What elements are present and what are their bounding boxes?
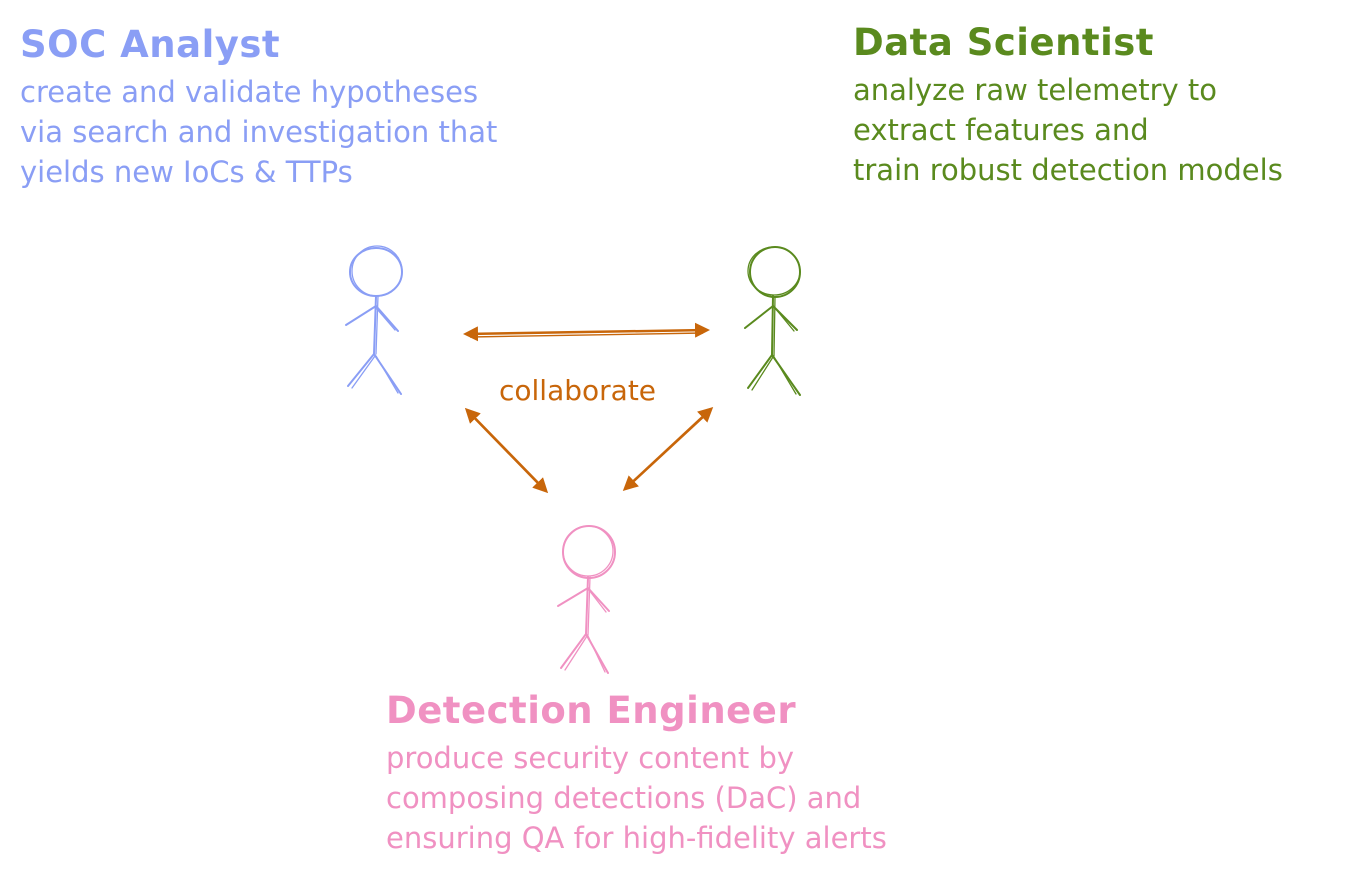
soc-de-double-arrow-icon: [464, 407, 549, 494]
data-scientist-desc-line: analyze raw telemetry to: [853, 73, 1218, 107]
data-scientist-title: Data Scientist: [853, 21, 1154, 64]
ds-de-double-arrow-icon: [622, 406, 714, 492]
detection-engineer-title: Detection Engineer: [386, 689, 797, 732]
detection-engineer-desc-line: composing detections (DaC) and: [386, 781, 862, 815]
soc-analyst-stick-figure-icon: [345, 245, 403, 395]
data-scientist-block: Data Scientist analyze raw telemetry to …: [853, 22, 1283, 190]
soc-analyst-block: SOC Analyst create and validate hypothes…: [20, 24, 497, 192]
detection-engineer-desc-line: produce security content by: [386, 741, 795, 775]
data-scientist-stick-figure-icon: [744, 246, 801, 396]
data-scientist-desc-line: extract features and: [853, 113, 1149, 147]
detection-engineer-block: Detection Engineer produce security cont…: [386, 690, 887, 858]
soc-analyst-desc-line: create and validate hypotheses: [20, 75, 479, 109]
data-scientist-description: analyze raw telemetry to extract feature…: [853, 70, 1283, 190]
detection-engineer-stick-figure-icon: [557, 525, 616, 674]
collaboration-arrows: [463, 322, 714, 494]
soc-analyst-desc-line: via search and investigation that: [20, 115, 498, 149]
detection-engineer-description: produce security content by composing de…: [386, 738, 887, 858]
data-scientist-desc-line: train robust detection models: [853, 153, 1283, 187]
soc-analyst-desc-line: yields new IoCs & TTPs: [20, 155, 353, 189]
soc-analyst-description: create and validate hypotheses via searc…: [20, 72, 497, 192]
soc-analyst-title: SOC Analyst: [20, 23, 281, 66]
collaborate-label: collaborate: [499, 374, 656, 407]
detection-engineer-desc-line: ensuring QA for high-fidelity alerts: [386, 821, 887, 855]
soc-ds-double-arrow-icon: [463, 322, 710, 342]
